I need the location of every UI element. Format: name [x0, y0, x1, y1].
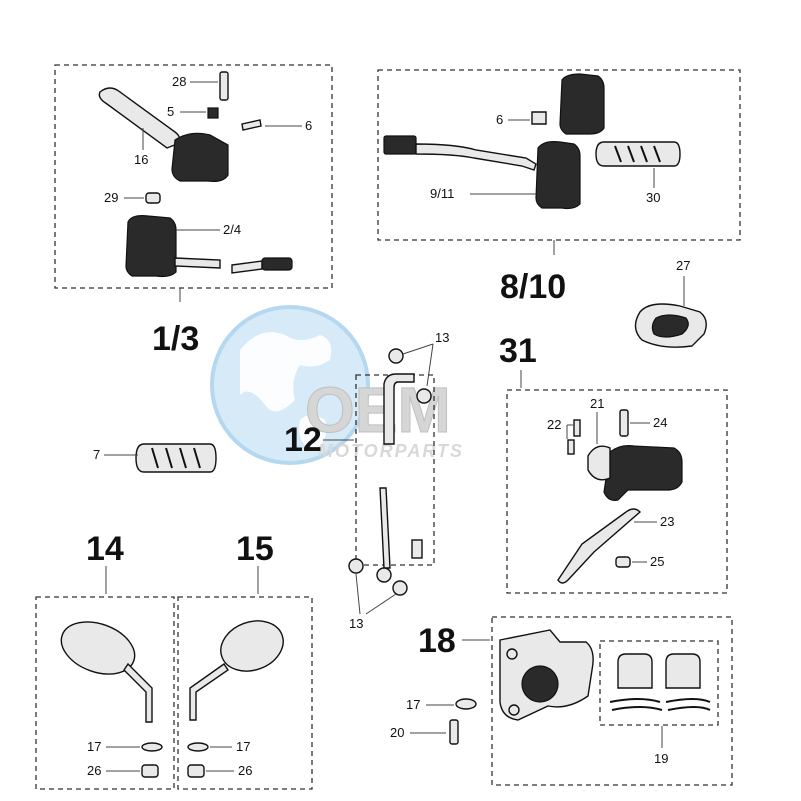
callout-23: 23	[660, 514, 674, 529]
switch-housing-top-part	[559, 73, 605, 135]
group-box-1-3	[54, 64, 333, 289]
leader-13a	[402, 343, 434, 387]
caliper-hole-a	[506, 648, 518, 660]
callout-28: 28	[172, 74, 186, 89]
callout-17c: 17	[406, 697, 420, 712]
pad-29-part	[145, 192, 161, 204]
watermark: OEM MOTORPARTS	[210, 305, 464, 465]
banjo-bolt-part	[376, 567, 392, 583]
grip-7-part	[135, 443, 217, 473]
callout-6b: 6	[496, 112, 503, 127]
callout-7: 7	[93, 447, 100, 462]
group-label-12: 12	[284, 421, 322, 459]
callout-9-11: 9/11	[430, 186, 454, 201]
bolt-24-part	[619, 409, 629, 437]
group-box-15	[177, 596, 313, 790]
bolt-20-part	[449, 719, 459, 745]
switch-connector-part	[261, 257, 293, 271]
brake-pad-b-part	[665, 653, 701, 689]
callout-29: 29	[104, 190, 118, 205]
callout-17a: 17	[87, 739, 101, 754]
callout-19: 19	[654, 751, 668, 766]
callout-13a: 13	[435, 330, 449, 345]
leader-13b	[355, 573, 397, 615]
caliper-hole-b	[508, 704, 520, 716]
caliper-piston-part	[521, 665, 559, 703]
nut-26a-part	[141, 764, 159, 778]
group-box-31	[506, 389, 728, 594]
grip-30-part	[595, 141, 681, 167]
pad-25-part	[615, 556, 631, 568]
group-label-14: 14	[86, 530, 124, 568]
callout-2-4: 2/4	[223, 222, 241, 237]
bolt-12-part	[411, 539, 423, 559]
nut-5-part	[207, 107, 219, 119]
lever-23-part	[557, 508, 642, 584]
screw-22b-part	[567, 439, 575, 455]
callout-17b: 17	[236, 739, 250, 754]
group-label-8-10: 8/10	[500, 268, 566, 306]
callout-26b: 26	[238, 763, 252, 778]
watermark-continents	[240, 332, 332, 450]
mirror-14-stem	[123, 662, 153, 723]
washer-13b-part	[416, 388, 432, 404]
group-label-31: 31	[499, 332, 537, 370]
screw-22a-part	[573, 419, 581, 437]
master-cylinder-part	[171, 132, 229, 182]
washer-13c-part	[348, 558, 364, 574]
callout-13b: 13	[349, 616, 363, 631]
callout-22: 22	[547, 417, 561, 432]
switch-2-4-part	[125, 215, 177, 278]
group-label-18: 18	[418, 622, 456, 660]
screw-6b-part	[531, 111, 547, 125]
washer-13d-part	[392, 580, 408, 596]
grip-7-hatch	[151, 447, 201, 469]
group-label-1-3: 1/3	[152, 320, 199, 358]
switch-cable-part	[174, 257, 263, 274]
pad-springs-part	[609, 698, 711, 711]
grip-30-hatch	[614, 145, 661, 163]
brake-hose-top-part	[383, 373, 415, 445]
watermark-brand: OEM	[305, 374, 451, 446]
brake-pad-a-part	[617, 653, 653, 689]
watermark-sub: MOTORPARTS	[318, 441, 464, 461]
callout-5: 5	[167, 104, 174, 119]
mirror-15-part	[220, 620, 284, 672]
switch-9-11-part	[535, 141, 581, 210]
part-27-opening	[651, 314, 689, 338]
washer-17a-part	[141, 742, 163, 752]
group-box-18	[491, 616, 733, 786]
callout-16: 16	[134, 152, 148, 167]
washer-13a-part	[388, 348, 404, 364]
callout-27: 27	[676, 258, 690, 273]
brake-hose-bottom-part	[379, 487, 391, 569]
bolt-28-part	[219, 71, 229, 101]
leader-22	[566, 424, 573, 439]
group-label-15: 15	[236, 530, 274, 568]
mirror-15-stem	[189, 663, 229, 721]
clamp-21-part	[587, 445, 611, 481]
mirror-14-part	[60, 621, 136, 675]
group-box-14	[35, 596, 175, 790]
nut-26b-part	[187, 764, 205, 778]
callout-24: 24	[653, 415, 667, 430]
connector-9-11-part	[383, 135, 417, 155]
callout-26a: 26	[87, 763, 101, 778]
callout-25: 25	[650, 554, 664, 569]
group-box-19	[599, 640, 719, 726]
callout-30: 30	[646, 190, 660, 205]
callout-21: 21	[590, 396, 604, 411]
washer-17c-part	[455, 698, 477, 710]
group-box-8-10	[377, 69, 741, 241]
master-cylinder-31-part	[603, 445, 683, 501]
screw-6-part	[241, 119, 262, 131]
callout-6a: 6	[305, 118, 312, 133]
harness-part	[415, 143, 537, 171]
washer-17b-part	[187, 742, 209, 752]
callout-20: 20	[390, 725, 404, 740]
